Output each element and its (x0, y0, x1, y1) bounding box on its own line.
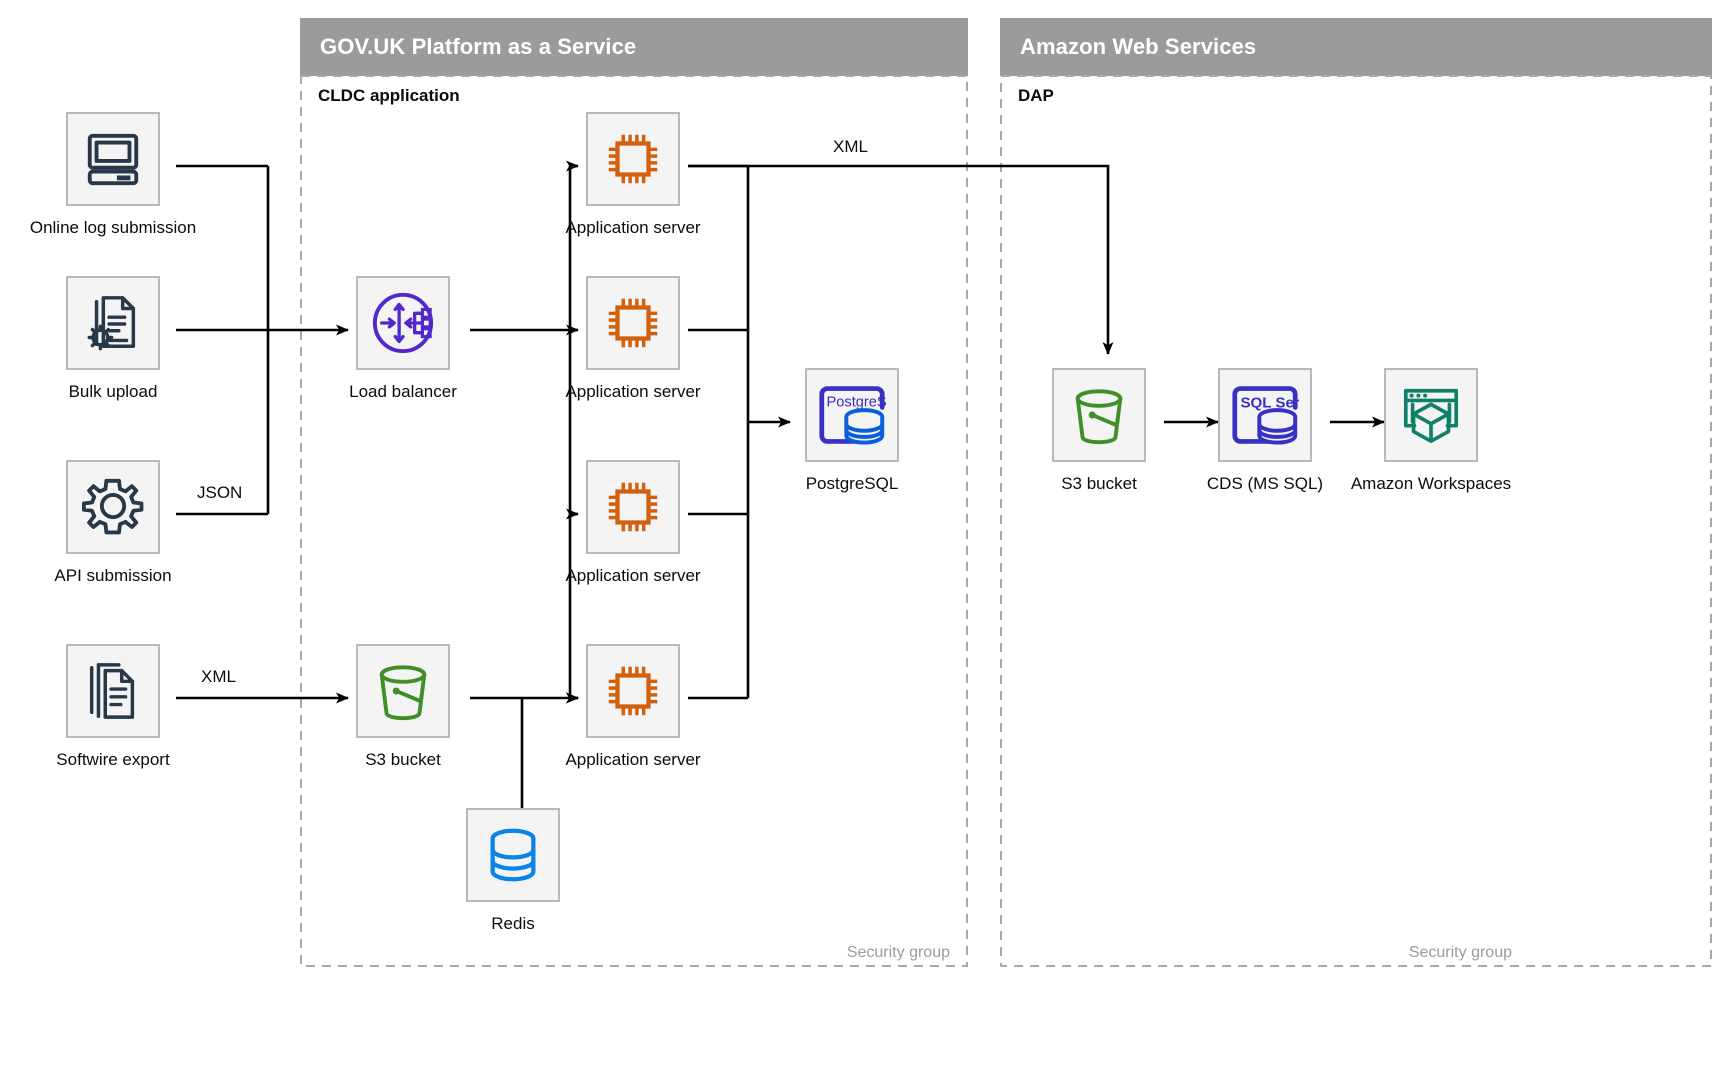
redis-database-icon (490, 828, 536, 882)
cpu-chip-icon (608, 482, 658, 532)
node-icon-box (586, 644, 680, 738)
node-softwire-export[interactable]: Softwire export (56, 644, 170, 769)
edge-label-json: JSON (197, 483, 243, 502)
node-label: Application server (565, 566, 701, 585)
sql-server-icon: SQL Server (1232, 386, 1299, 445)
node-label: Redis (491, 914, 535, 933)
documents-stack-icon (89, 663, 135, 719)
zone-header-paas-label: GOV.UK Platform as a Service (320, 34, 637, 59)
node-icon-box (586, 112, 680, 206)
node-label: Load balancer (349, 382, 457, 401)
postgresql-icon: PostgreSQL (819, 386, 887, 445)
edge-xml-to-aws-s3 (688, 164, 1114, 355)
cpu-chip-icon (608, 134, 658, 184)
zone-header-paas: GOV.UK Platform as a Service (300, 18, 968, 76)
load-balancer-icon (372, 292, 434, 354)
edge-label-xml-out: XML (833, 137, 868, 156)
node-icon-box: PostgreSQL (805, 368, 899, 462)
document-gear-icon (87, 296, 136, 351)
edges (176, 160, 1385, 812)
node-icon-box (66, 460, 160, 554)
node-label: Application server (565, 218, 701, 237)
sql-server-wordmark: SQL Server (1240, 394, 1299, 411)
s3-bucket-icon (379, 665, 427, 721)
node-icon-box (356, 644, 450, 738)
node-bulk-upload[interactable]: Bulk upload (66, 276, 160, 401)
s3-bucket-handle-dot (392, 687, 400, 695)
desktop-computer-icon (87, 133, 139, 186)
cpu-chip-icon (608, 298, 658, 348)
computer-indicator (116, 175, 131, 181)
node-load-balancer[interactable]: Load balancer (349, 276, 457, 401)
node-icon-box (66, 644, 160, 738)
node-online-log-submission[interactable]: Online log submission (30, 112, 196, 237)
window-dot (1423, 393, 1428, 398)
s3-bucket-icon (1075, 389, 1123, 445)
zone-footer-aws: Security group (1408, 944, 1512, 961)
node-icon-box (1052, 368, 1146, 462)
node-cds-ms-sql[interactable]: SQL Server CDS (MS SQL) (1207, 368, 1323, 493)
node-label: S3 bucket (365, 750, 441, 769)
security-group-boundary-aws (1000, 75, 1712, 967)
node-amazon-workspaces[interactable]: Amazon Workspaces (1351, 368, 1511, 493)
zone-sublabel-dap: DAP (1018, 86, 1054, 105)
cpu-chip-icon (608, 666, 658, 716)
gear-icon (82, 478, 144, 535)
window-dot (1409, 393, 1414, 398)
zone-footer-paas: Security group (846, 944, 950, 961)
node-icon-box (356, 276, 450, 370)
node-label: S3 bucket (1061, 474, 1137, 493)
node-s3-bucket-paas[interactable]: S3 bucket (356, 644, 450, 769)
node-api-submission[interactable]: API submission (54, 460, 172, 585)
node-application-server-2[interactable]: Application server (565, 276, 701, 401)
node-icon-box: SQL Server (1218, 368, 1312, 462)
node-icon-box (1384, 368, 1478, 462)
node-application-server-1[interactable]: Application server (565, 112, 701, 237)
node-icon-box (586, 276, 680, 370)
node-icon-box (66, 276, 160, 370)
node-postgresql[interactable]: PostgreSQL PostgreSQL (805, 368, 899, 493)
zone-sublabel-cldc: CLDC application (318, 86, 460, 105)
security-group-boundary-paas (300, 75, 968, 967)
node-label: API submission (54, 566, 172, 585)
node-application-server-3[interactable]: Application server (565, 460, 701, 585)
node-label: Application server (565, 750, 701, 769)
node-label: PostgreSQL (805, 474, 899, 493)
node-icon-box (586, 460, 680, 554)
edge-label-xml-in: XML (201, 667, 236, 686)
node-label: Application server (565, 382, 701, 401)
node-label: Online log submission (29, 218, 197, 237)
postgresql-wordmark: PostgreSQL (827, 395, 887, 411)
node-redis[interactable]: Redis (466, 808, 560, 933)
zone-header-aws: Amazon Web Services (1000, 18, 1712, 76)
zone-header-aws-label: Amazon Web Services (1020, 34, 1257, 59)
node-icon-box (66, 112, 160, 206)
node-label: CDS (MS SQL) (1206, 474, 1324, 493)
s3-bucket-handle-dot (1088, 411, 1096, 419)
node-s3-bucket-aws[interactable]: S3 bucket (1052, 368, 1146, 493)
amazon-workspaces-icon (1403, 388, 1459, 444)
node-label: Bulk upload (68, 382, 158, 401)
node-label: Softwire export (56, 750, 170, 769)
node-label: Amazon Workspaces (1350, 474, 1512, 493)
node-icon-box (466, 808, 560, 902)
window-dot (1416, 393, 1421, 398)
node-application-server-4[interactable]: Application server (565, 644, 701, 769)
